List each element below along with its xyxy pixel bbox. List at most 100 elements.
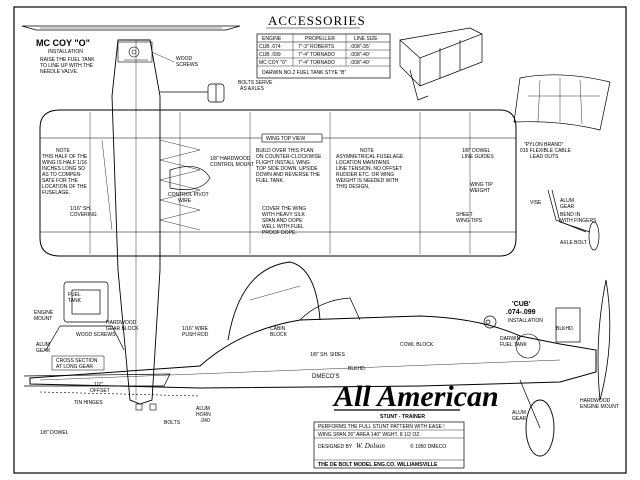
table-cell: 7"-4" TORNADO — [298, 52, 335, 58]
col-line-size: LINE SIZE — [354, 36, 378, 42]
svg-text:FUEL TANK.: FUEL TANK. — [256, 178, 284, 184]
table-footer: DARWIN NO.2 FUEL TANK STYE "B" — [262, 70, 346, 76]
alum-gear-label-2: GEAR — [560, 204, 575, 210]
table-cell: MC COY "0" — [259, 60, 287, 66]
pylon-label-3: LEAD OUTS — [530, 154, 559, 160]
fuselage-3d-sketch — [399, 27, 483, 101]
wing-tip-weight-label-2: WEIGHT — [470, 188, 490, 194]
sheet-tips-label-2: WING TIPS — [456, 218, 483, 224]
engine-mount-label-2: MOUNT — [34, 316, 52, 322]
svg-text:PROOF DOPE.: PROOF DOPE. — [262, 230, 297, 236]
svg-text:DOWN AND REVERSE THE: DOWN AND REVERSE THE — [256, 172, 321, 178]
accessories-title: ACCESSORIES — [268, 13, 366, 28]
bolts-serve-label-2: AS AXLES — [240, 86, 265, 92]
cross-section-label-2: AT LONG GEAR — [56, 364, 93, 370]
offset-label: 1/2" — [94, 382, 103, 388]
bolts-serve-label: BOLTS SERVE — [238, 80, 273, 86]
pivot-symbol — [485, 319, 491, 325]
hardwood-mount-label: 1/8" HARDWOOD — [210, 156, 251, 162]
specs-line: WING SPAN 26" AREA 140" WGHT. 8 1/2 OZ. — [318, 432, 421, 438]
alum-horn-label-3: .040 — [200, 418, 210, 424]
pushrod-label-2: PUSH ROD — [182, 332, 209, 338]
axle-bolt-label: AXLE BOLT — [560, 240, 587, 246]
cowl-block-label: COWL BLOCK — [400, 342, 434, 348]
sh-sides-label: 1/8" SH. SIDES — [310, 352, 346, 358]
svg-text:ON COUNTER-CLOCKWISE: ON COUNTER-CLOCKWISE — [256, 154, 322, 160]
bolts-label: BOLTS — [164, 420, 181, 426]
alum-gear-left: ALUM — [36, 342, 50, 348]
table-cell: 7"-4" TORNADO — [298, 60, 335, 66]
table-cell: CUB .099 — [259, 52, 281, 58]
blkhd-right-label: BLKHD. — [556, 326, 574, 332]
pylon-label: "PYLON BRAND" — [524, 142, 564, 148]
wing-rib-sketch — [513, 74, 611, 131]
fuselage-top-view — [111, 39, 161, 405]
col-engine: ENGINE — [262, 36, 282, 42]
alum-gear-label-4: VISE — [530, 200, 542, 206]
engine-mount-sketch — [45, 281, 125, 351]
dowel-guides-label-2: LINE GUIDES — [462, 154, 494, 160]
mccoy-note-3: NEEDLE VALVE. — [40, 69, 78, 75]
svg-text:LOCATION MAINTAINS: LOCATION MAINTAINS — [336, 160, 390, 166]
mccoy-title: MC COY "O" — [36, 38, 90, 48]
alum-gear-right: ALUM — [512, 410, 526, 416]
asymmetry-note: NOTE ASYMMETRICAL FUSELAGE LOCATION MAIN… — [336, 148, 404, 190]
sh-covering-label: 1/16" SH. — [70, 206, 91, 212]
cub-install-label-3: INSTALLATION — [508, 318, 543, 324]
landing-gear-sketch — [547, 189, 600, 251]
cabin-block-label-2: BLOCK — [270, 332, 288, 338]
darwin-tank-label-2: FUEL TANK — [500, 342, 528, 348]
cub-install-label-2: .074-.099 — [506, 309, 536, 316]
wing-plan — [39, 109, 517, 257]
control-wire-label: CONTROL PIVOT — [168, 192, 209, 198]
pylon-label-2: 015 FLEXIBLE CABLE — [520, 148, 572, 154]
wood-screws-side: WOOD SCREWS — [76, 332, 116, 338]
svg-text:SPAN AND DOPE: SPAN AND DOPE — [262, 218, 303, 224]
alum-gear-right-2: GEAR — [512, 416, 527, 422]
svg-text:WITH HEAVY SILK: WITH HEAVY SILK — [262, 212, 306, 218]
subtitle-label: STUNT - TRAINER — [380, 414, 425, 420]
mccoy-subtitle: INSTALLATION — [48, 49, 83, 55]
page-border — [13, 6, 627, 474]
engine-mount-label: ENGINE — [34, 310, 54, 316]
svg-text:WING IS HALF 1/16: WING IS HALF 1/16 — [42, 160, 87, 166]
offset-label-2: OFFSET — [90, 388, 110, 394]
maker-label: DMECO'S — [312, 374, 339, 380]
wood-screws-label: WOOD — [176, 56, 192, 62]
svg-text:THIS HALF OF THE: THIS HALF OF THE — [42, 154, 88, 160]
svg-text:LOCATION OF THE: LOCATION OF THE — [42, 184, 87, 190]
fuel-tank-label: FUEL — [68, 292, 81, 298]
svg-text:FLIGHT INSTALL WING: FLIGHT INSTALL WING — [256, 160, 310, 166]
svg-text:RUDDER ETC. OR WING: RUDDER ETC. OR WING — [336, 172, 394, 178]
wing-left-note: NOTE THIS HALF OF THE WING IS HALF 1/16 … — [42, 148, 88, 196]
brand-name: All American — [332, 380, 499, 413]
svg-text:AS TO COMPEN-: AS TO COMPEN- — [42, 172, 82, 178]
table-cell: 7"-3" ROBERTS — [298, 44, 335, 50]
col-propeller: PROPELLER — [305, 36, 335, 42]
stabilizer-plan — [21, 25, 241, 31]
svg-text:COVER THE WING: COVER THE WING — [262, 206, 306, 212]
sh-covering-label-2: COVERING — [70, 212, 97, 218]
hardwood-engine-label-2: ENGINE MOUNT — [580, 404, 619, 410]
fuselage-side-view — [23, 261, 611, 457]
cover-notes: COVER THE WING WITH HEAVY SILK SPAN AND … — [262, 206, 306, 236]
tin-hinges-label: TIN HINGES — [74, 400, 103, 406]
svg-text:INCHES LONG SO: INCHES LONG SO — [42, 166, 85, 172]
hardwood-block-label: HARDWOOD — [106, 320, 137, 326]
dowel-bottom-label: 1/8" DOWEL — [40, 430, 69, 436]
svg-text:NOTE: NOTE — [56, 148, 71, 154]
designer-signature: W. Dolson — [356, 442, 385, 450]
svg-text:SATE FOR THE: SATE FOR THE — [42, 178, 79, 184]
wing-tip-weight-label: WING TIP — [470, 182, 493, 188]
svg-text:FUSELAGE.: FUSELAGE. — [42, 190, 70, 196]
cub-install-label: 'CUB' — [512, 301, 531, 308]
svg-text:TOP SIDE DOWN. UPSIDE: TOP SIDE DOWN. UPSIDE — [256, 166, 318, 172]
axle-gear-top — [160, 83, 225, 103]
svg-text:ASYMMETRICAL FUSELAGE: ASYMMETRICAL FUSELAGE — [336, 154, 404, 160]
copyright-label: © 1950 DMECO — [410, 443, 446, 450]
mccoy-note-1: RAISE THE FUEL TANK — [40, 57, 95, 63]
dowel-guides-label: 1/8" DOWEL — [462, 148, 491, 154]
hardwood-mount-label-2: CONTROL MOUNT — [210, 162, 254, 168]
hardwood-engine-label: HARDWOOD — [580, 398, 611, 404]
